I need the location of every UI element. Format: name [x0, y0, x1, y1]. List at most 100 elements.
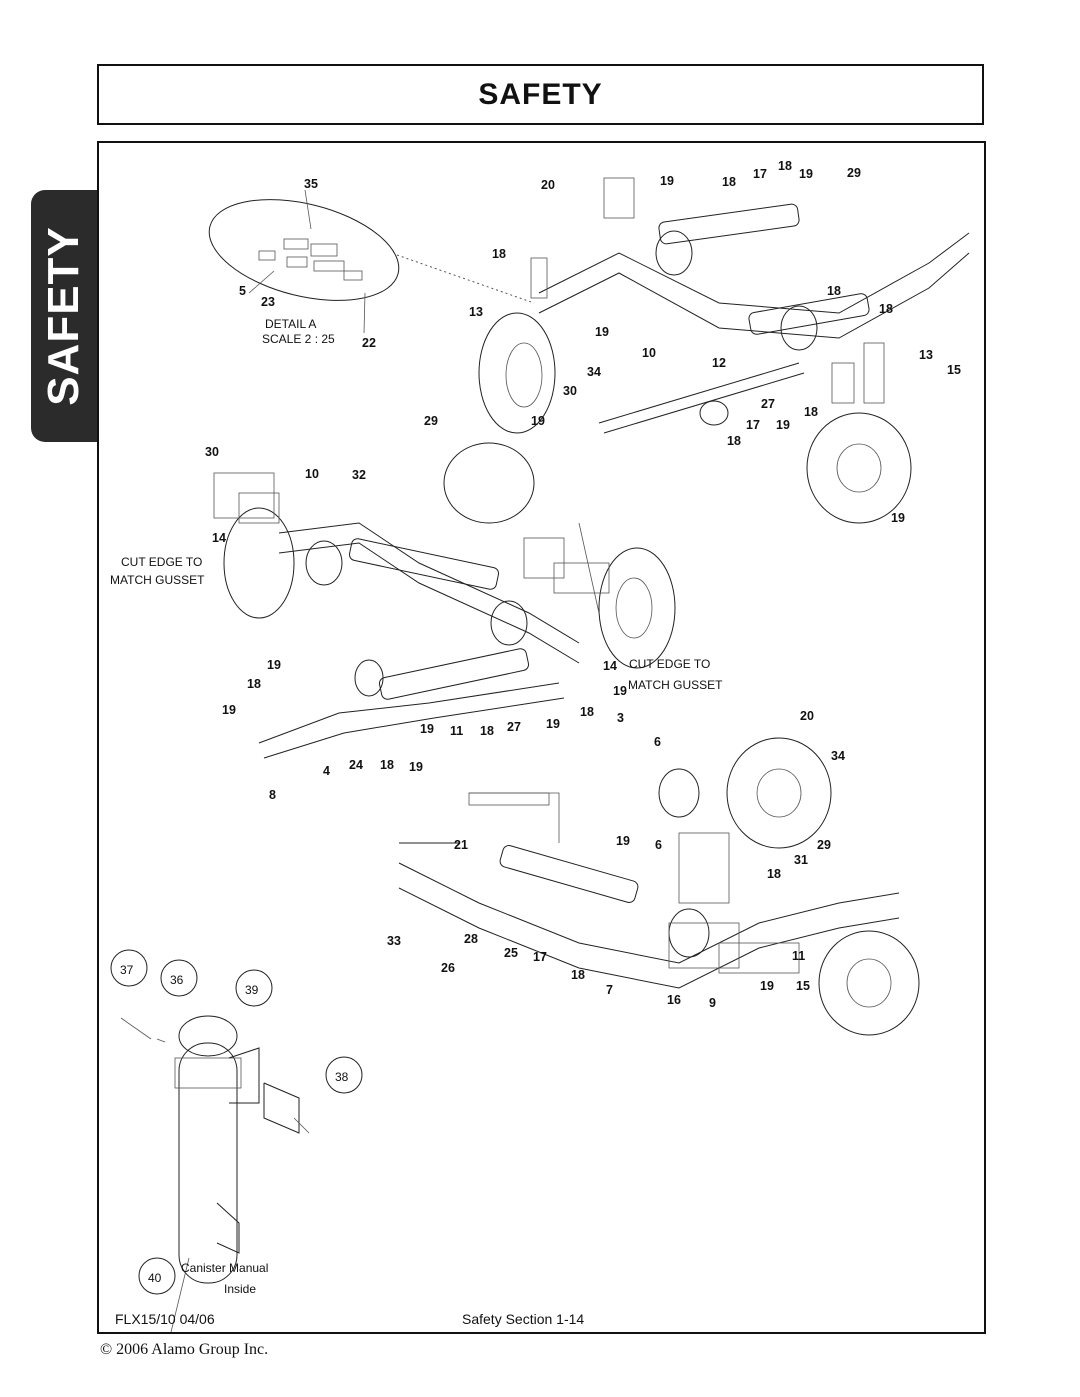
part-number-5: 5	[239, 284, 246, 298]
part-number-35: 35	[304, 177, 318, 191]
part-number-19: 19	[420, 722, 434, 736]
part-number-26: 26	[441, 961, 455, 975]
part-number-19: 19	[531, 414, 545, 428]
part-number-7: 7	[606, 983, 613, 997]
callout-37: 37	[120, 963, 134, 977]
callout-36: 36	[170, 973, 184, 987]
footer-section: Safety Section 1-14	[462, 1311, 585, 1327]
diagram-frame	[97, 141, 986, 1334]
part-number-14: 14	[212, 531, 226, 545]
page-title: SAFETY	[478, 77, 603, 111]
part-number-18: 18	[879, 302, 893, 316]
part-number-19: 19	[409, 760, 423, 774]
part-number-10: 10	[642, 346, 656, 360]
part-number-11: 11	[450, 724, 463, 738]
canister-drawing	[120, 1015, 310, 1332]
part-number-18: 18	[580, 705, 594, 719]
footer-copyright: © 2006 Alamo Group Inc.	[100, 1341, 269, 1358]
section-side-tab: SAFETY	[31, 190, 97, 442]
part-number-23: 23	[261, 295, 275, 309]
part-number-18: 18	[767, 867, 781, 881]
part-number-18: 18	[778, 159, 792, 173]
part-number-11: 11	[792, 949, 805, 963]
bottom-assembly-drawing	[398, 737, 920, 1036]
part-number-30: 30	[205, 445, 219, 459]
part-number-19: 19	[799, 167, 813, 181]
part-number-22: 22	[362, 336, 376, 350]
canister-note-line2: Inside	[224, 1282, 256, 1296]
part-number-34: 34	[831, 749, 845, 763]
circled-callouts: 37 36 39 38 40	[110, 949, 363, 1295]
part-number-28: 28	[464, 932, 478, 946]
cut-edge-note-2: CUT EDGE TO	[629, 657, 710, 671]
part-number-30: 30	[563, 384, 577, 398]
part-number-17: 17	[533, 950, 547, 964]
part-number-21: 21	[454, 838, 468, 852]
match-gusset-note-1: MATCH GUSSET	[110, 573, 205, 587]
cut-edge-note-1: CUT EDGE TO	[121, 555, 202, 569]
part-number-24: 24	[349, 758, 363, 772]
part-number-19: 19	[546, 717, 560, 731]
detail-a-label: DETAIL A	[265, 317, 316, 331]
part-number-18: 18	[827, 284, 841, 298]
part-number-15: 15	[796, 979, 810, 993]
part-number-19: 19	[267, 658, 281, 672]
detail-a-view: DETAIL A SCALE 2 : 25	[208, 189, 535, 346]
part-number-29: 29	[424, 414, 438, 428]
part-number-8: 8	[269, 788, 276, 802]
part-number-18: 18	[727, 434, 741, 448]
part-number-19: 19	[660, 174, 674, 188]
match-gusset-note-2: MATCH GUSSET	[628, 678, 723, 692]
part-number-27: 27	[507, 720, 521, 734]
footer-model: FLX15/10 04/06	[115, 1311, 215, 1327]
canister-note-line1: Canister Manual	[181, 1261, 268, 1275]
callout-40: 40	[148, 1271, 162, 1285]
part-number-3: 3	[617, 711, 624, 725]
part-number-16: 16	[667, 993, 681, 1007]
part-number-32: 32	[352, 468, 366, 482]
part-number-27: 27	[761, 397, 775, 411]
part-number-14: 14	[603, 659, 617, 673]
part-number-34: 34	[587, 365, 601, 379]
top-assembly-drawing	[478, 177, 970, 524]
part-number-20: 20	[541, 178, 555, 192]
detail-a-scale: SCALE 2 : 25	[262, 332, 335, 346]
page-title-box: SAFETY	[97, 64, 984, 125]
part-number-13: 13	[919, 348, 933, 362]
part-number-19: 19	[613, 684, 627, 698]
part-number-17: 17	[746, 418, 760, 432]
part-number-19: 19	[891, 511, 905, 525]
part-number-33: 33	[387, 934, 401, 948]
middle-assembly-drawing	[213, 442, 676, 759]
part-number-18: 18	[247, 677, 261, 691]
parts-diagram: DETAIL A SCALE 2 : 25	[110, 159, 970, 1332]
part-number-6: 6	[655, 838, 662, 852]
part-number-10: 10	[305, 467, 319, 481]
part-number-19: 19	[616, 834, 630, 848]
part-number-6: 6	[654, 735, 661, 749]
part-number-18: 18	[480, 724, 494, 738]
part-number-19: 19	[776, 418, 790, 432]
part-number-29: 29	[847, 166, 861, 180]
callout-39: 39	[245, 983, 259, 997]
part-number-25: 25	[504, 946, 518, 960]
part-number-18: 18	[571, 968, 585, 982]
part-number-15: 15	[947, 363, 961, 377]
part-number-18: 18	[804, 405, 818, 419]
part-number-31: 31	[794, 853, 808, 867]
part-number-29: 29	[817, 838, 831, 852]
part-number-19: 19	[760, 979, 774, 993]
part-number-9: 9	[709, 996, 716, 1010]
part-number-19: 19	[595, 325, 609, 339]
callout-38: 38	[335, 1070, 349, 1084]
part-number-18: 18	[492, 247, 506, 261]
part-number-17: 17	[753, 167, 767, 181]
part-number-18: 18	[380, 758, 394, 772]
part-number-18: 18	[722, 175, 736, 189]
side-tab-label: SAFETY	[39, 226, 88, 406]
part-number-12: 12	[712, 356, 726, 370]
part-number-13: 13	[469, 305, 483, 319]
part-number-19: 19	[222, 703, 236, 717]
part-number-labels: 35 5 23 22 20 18 13 19 18 17 18 19 29 18 18 19 10 12 34 30 1…	[205, 159, 961, 1010]
part-number-20: 20	[800, 709, 814, 723]
